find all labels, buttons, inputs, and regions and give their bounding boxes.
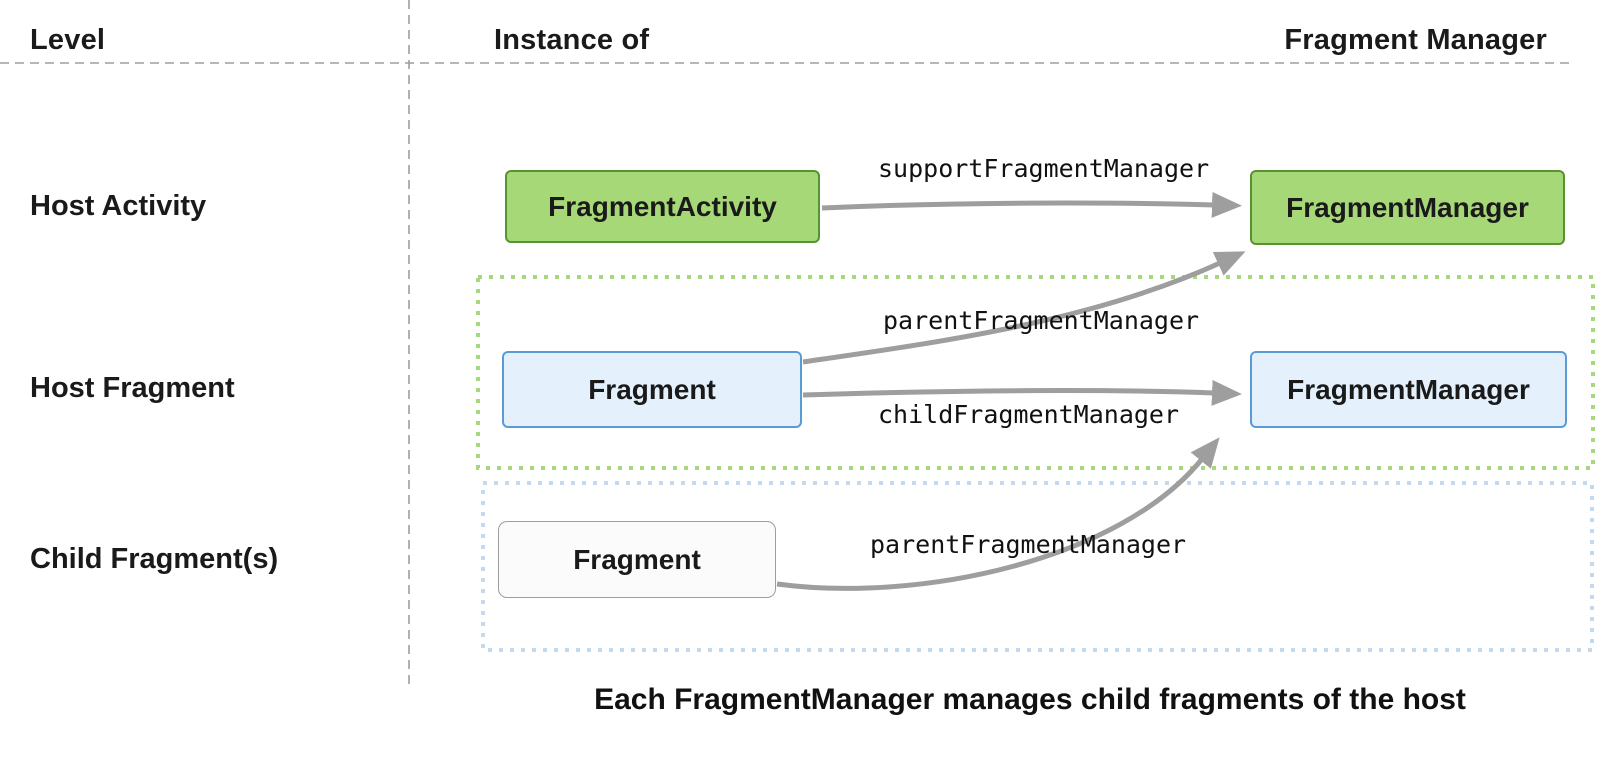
diagram-caption: Each FragmentManager manages child fragm… bbox=[594, 683, 1466, 716]
child-fragment-node: Fragment bbox=[498, 521, 776, 598]
row-label-host-fragment: Host Fragment bbox=[30, 372, 235, 404]
parent-fragment-manager-child-arrow bbox=[776, 437, 1220, 591]
parent-fragment-manager-host-arrow bbox=[802, 251, 1246, 365]
row-label-host-activity: Host Activity bbox=[30, 190, 207, 222]
support-fragment-manager-arrow bbox=[821, 191, 1242, 218]
host-fragment-group-outline bbox=[476, 275, 1595, 470]
fragment-activity-node: FragmentActivity bbox=[505, 170, 820, 243]
child-fragment-manager-arrow bbox=[802, 379, 1242, 406]
column-header-instance-of: Instance of bbox=[494, 24, 650, 56]
parent-fragment-manager-child-label: parentFragmentManager bbox=[870, 530, 1187, 559]
activity-fragment-manager-node: FragmentManager bbox=[1250, 170, 1565, 245]
support-fragment-manager-label: supportFragmentManager bbox=[878, 154, 1210, 183]
column-header-level: Level bbox=[30, 24, 106, 56]
column-header-fragment-manager: Fragment Manager bbox=[1284, 24, 1547, 56]
parent-fragment-manager-host-label: parentFragmentManager bbox=[883, 306, 1200, 335]
host-fragment-node: Fragment bbox=[502, 351, 802, 428]
row-label-child-fragments: Child Fragment(s) bbox=[30, 543, 279, 575]
host-fragment-manager-node: FragmentManager bbox=[1250, 351, 1567, 428]
child-fragment-manager-label: childFragmentManager bbox=[878, 400, 1180, 429]
